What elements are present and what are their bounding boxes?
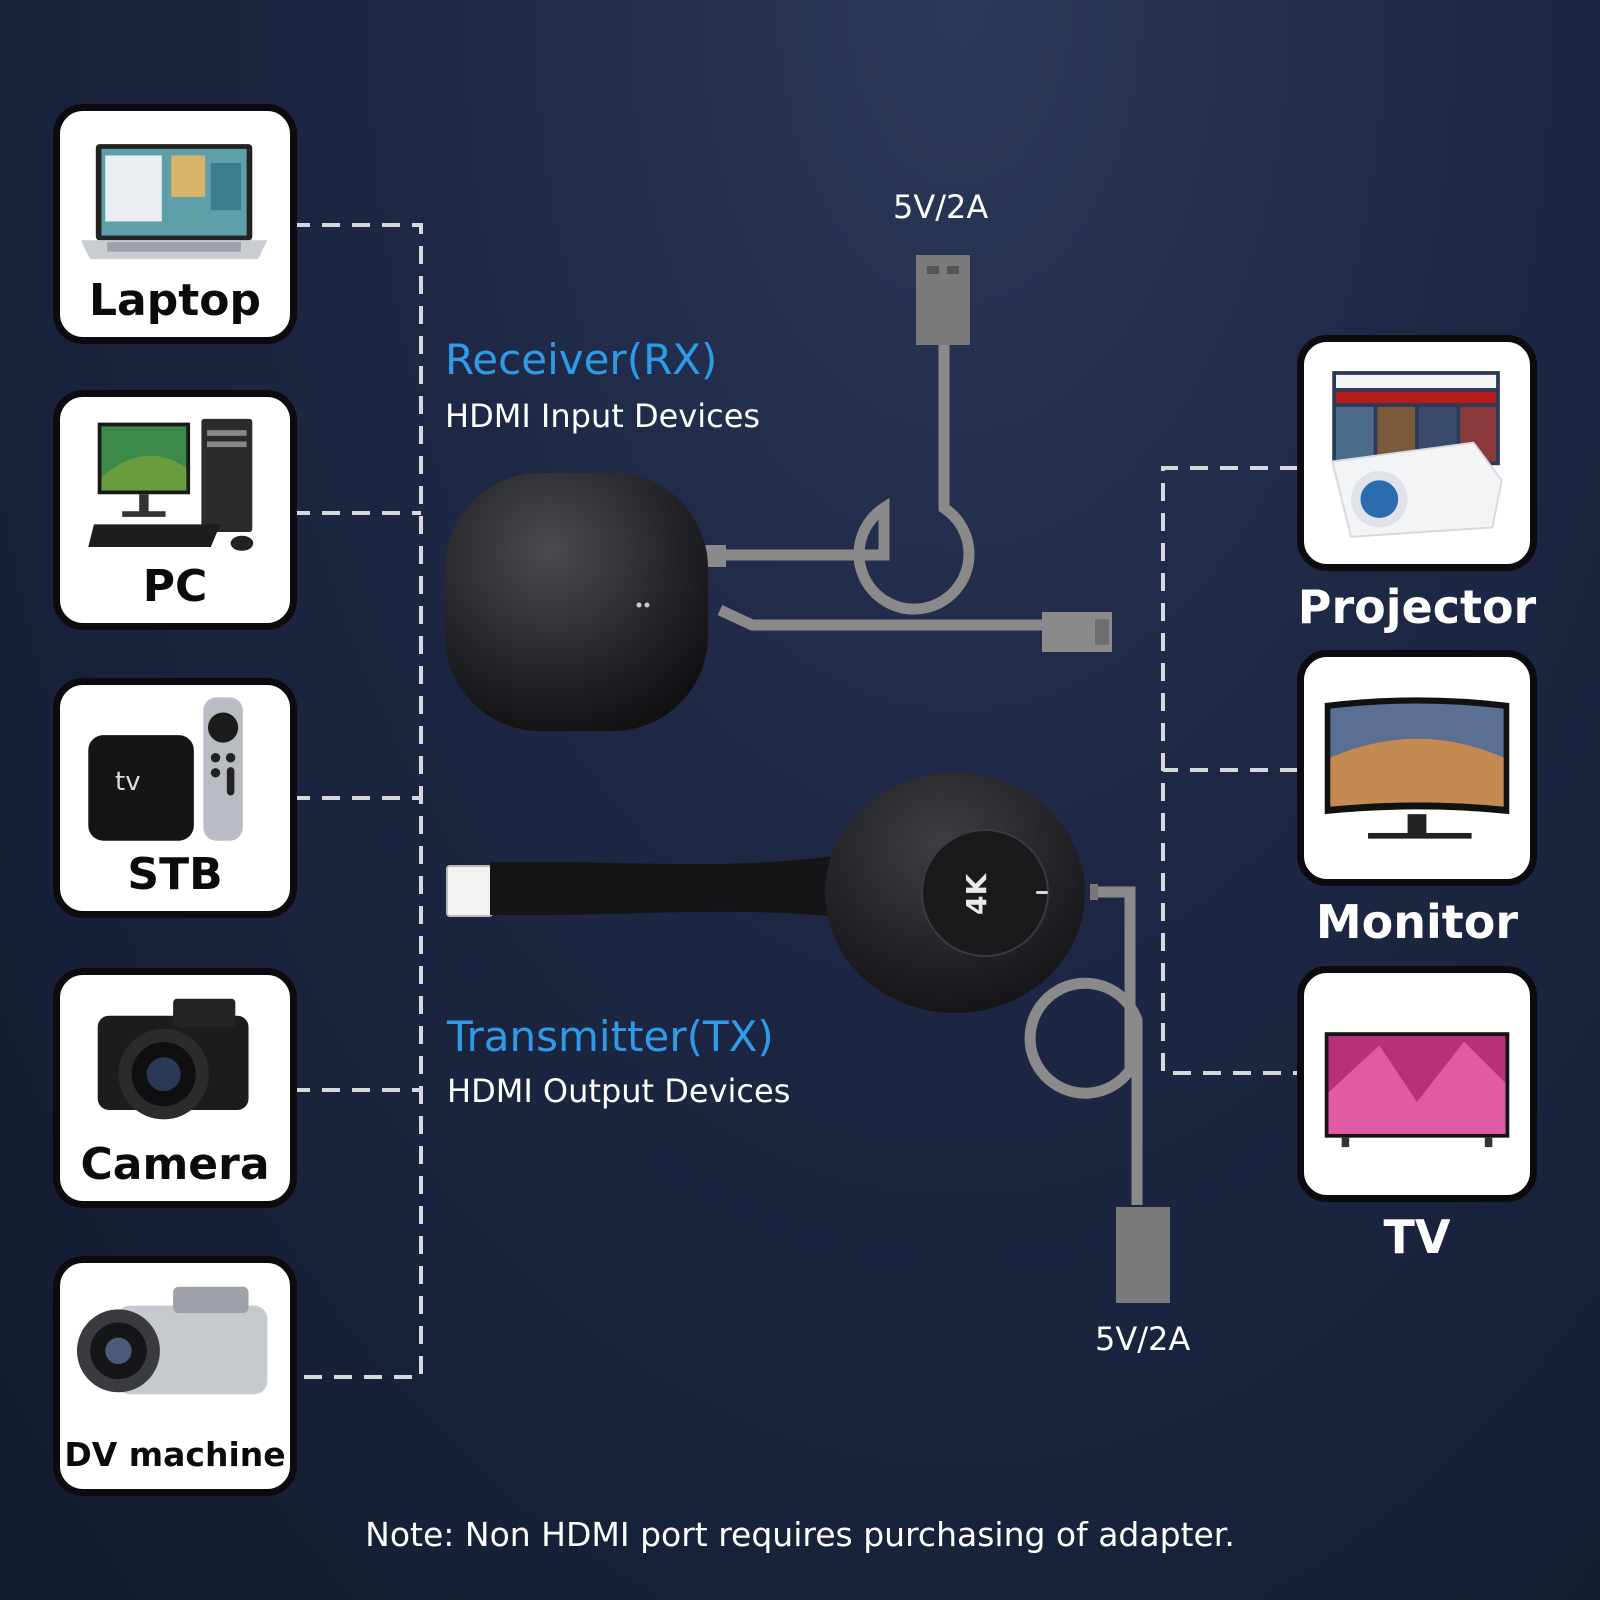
- input-label: DV machine: [64, 1435, 286, 1474]
- transmitter-subtitle: HDMI Output Devices: [447, 1072, 791, 1110]
- input-label: PC: [142, 561, 208, 612]
- input-label: Camera: [80, 1139, 270, 1190]
- laptop-icon: [80, 144, 268, 260]
- apple-tv-icon: [88, 697, 243, 841]
- pc-icon: [88, 418, 254, 551]
- receiver-usb-cable: [720, 345, 975, 615]
- receiver-usb-plug: [916, 255, 970, 345]
- output-label: TV: [1383, 1210, 1451, 1264]
- input-card-camera: Camera: [53, 968, 297, 1208]
- receiver-subtitle: HDMI Input Devices: [445, 397, 761, 435]
- output-card-projector: [1297, 335, 1537, 571]
- dash-laptop: [292, 223, 423, 1379]
- transmitter-device: [825, 773, 1098, 1013]
- projector-icon: [1331, 371, 1503, 538]
- receiver-power-label: 5V/2A: [893, 188, 989, 226]
- input-label: Laptop: [89, 275, 261, 326]
- camera-icon: [97, 998, 249, 1120]
- stb-brand-logo: tv: [115, 767, 141, 797]
- transmitter-title: Transmitter(TX): [447, 1012, 774, 1061]
- input-card-stb: tv STB: [53, 678, 297, 918]
- output-label: Projector: [1297, 580, 1537, 634]
- transmitter-usb-cable: [1024, 886, 1143, 1205]
- transmitter-power-label: 5V/2A: [1095, 1320, 1191, 1358]
- transmitter-hdmi-stalk: [446, 855, 860, 920]
- output-card-monitor: [1297, 650, 1537, 886]
- input-card-dv: DV machine: [53, 1256, 297, 1496]
- input-card-laptop: Laptop: [53, 104, 297, 344]
- receiver-title: Receiver(RX): [445, 335, 718, 384]
- input-card-pc: PC: [53, 390, 297, 630]
- footer-note: Note: Non HDMI port requires purchasing …: [365, 1515, 1235, 1554]
- input-label: STB: [127, 849, 223, 900]
- tv-icon: [1324, 1032, 1510, 1148]
- transmitter-4k-badge: 4K: [960, 873, 993, 915]
- camcorder-icon: [76, 1286, 268, 1395]
- receiver-device: [445, 473, 708, 731]
- transmitter-usb-plug: [1116, 1207, 1170, 1303]
- receiver-hdmi-cable: [700, 545, 1112, 652]
- output-card-tv: [1297, 966, 1537, 1202]
- output-label: Monitor: [1315, 895, 1519, 949]
- monitor-icon: [1324, 697, 1510, 839]
